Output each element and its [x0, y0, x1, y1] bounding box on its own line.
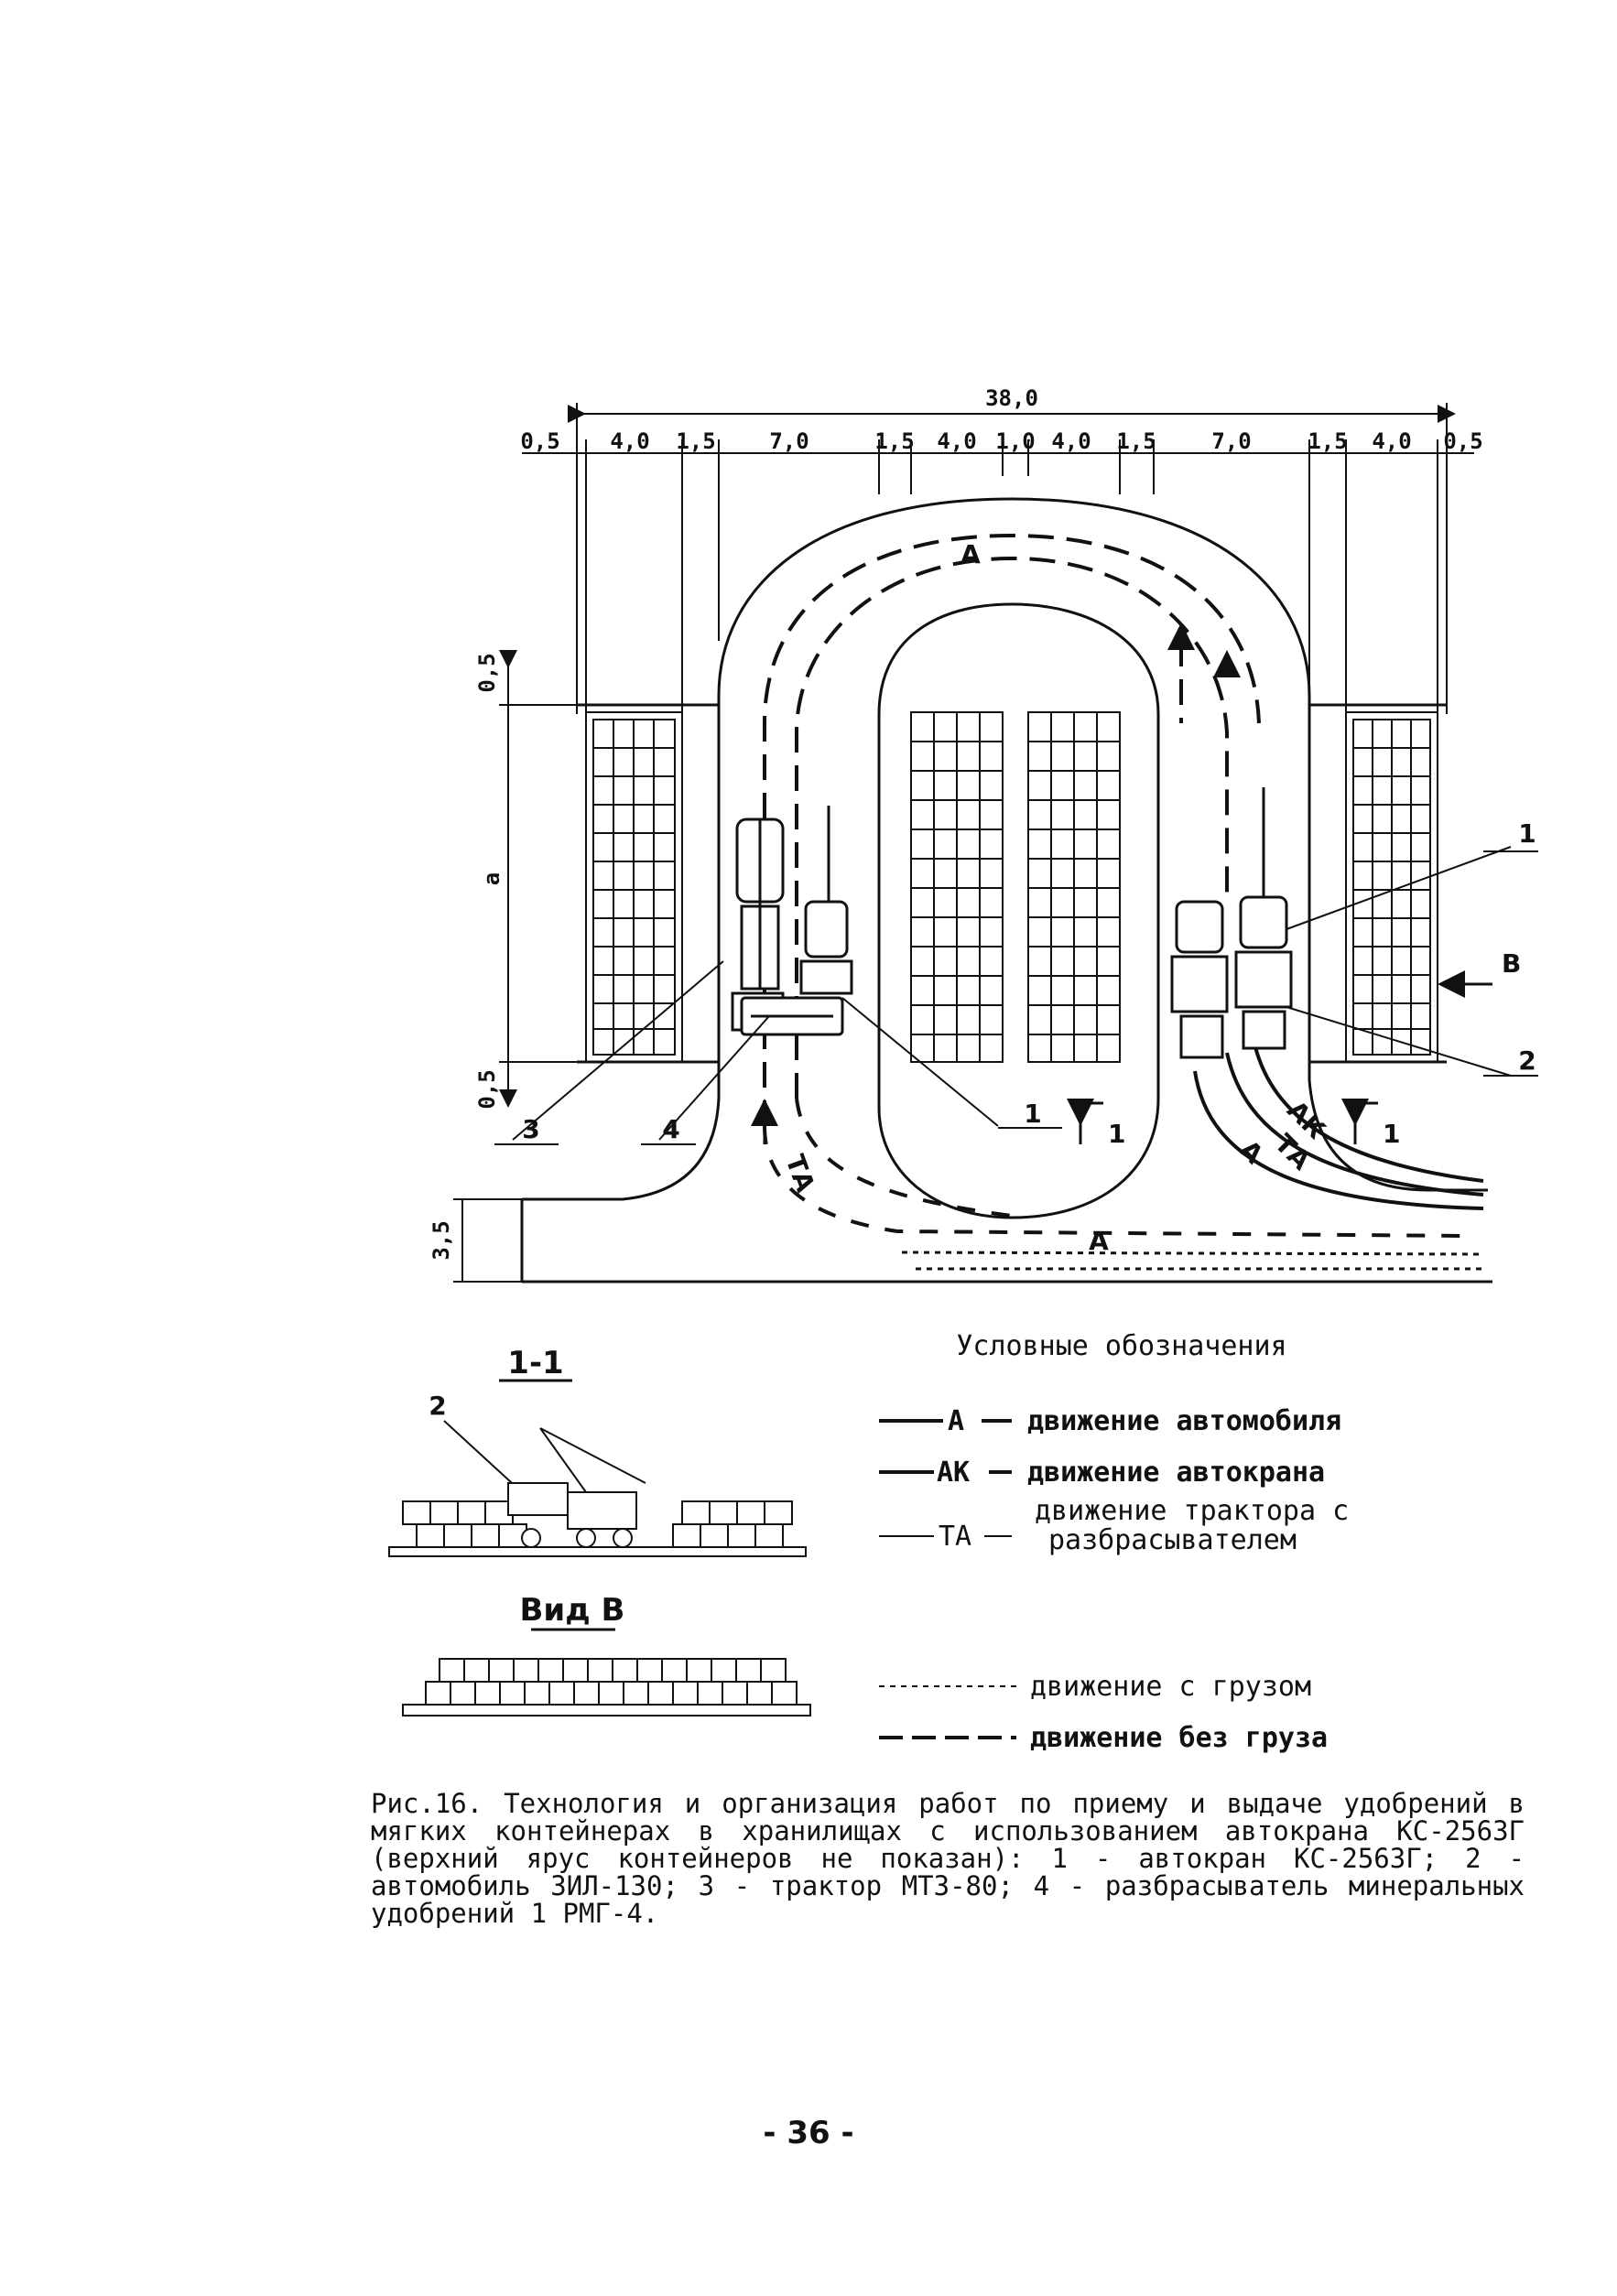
dim-left-bottom: 0,5 [474, 1069, 500, 1109]
dim-seg-1: 0,5 [520, 428, 559, 454]
section-marks [1067, 970, 1492, 1144]
section-mark-labels: 1 1 В [1108, 948, 1521, 1149]
path-label-a-top: А [960, 539, 981, 569]
dim-seg-3: 1,5 [676, 428, 715, 454]
dim-road-width: 3,5 [429, 1220, 454, 1260]
legend-loaded: движение с грузом [1030, 1671, 1311, 1703]
dim-seg-4: 7,0 [769, 428, 808, 454]
path-loaded [901, 1251, 1484, 1271]
path-crane-exit [1193, 1043, 1484, 1210]
tractor-left [799, 806, 853, 995]
path-arrows [751, 623, 1241, 1144]
storage-stack-center-left [910, 711, 1004, 1063]
callout-1-right: 1 [1518, 818, 1536, 849]
storage-stack-center-right [1027, 711, 1121, 1063]
callout-4-left: 4 [662, 1114, 679, 1144]
dimension-labels: 38,0 0,5 4,0 1,5 7,0 1,5 4,0 1,0 4,0 1,5… [429, 385, 1483, 1261]
dimension-lines [453, 403, 1474, 1283]
legend-text-a: движение автомобиля [1027, 1405, 1341, 1437]
storage-stack-left [585, 711, 683, 1063]
legend-code-ta: ТА [939, 1521, 971, 1553]
callout-labels: 1 2 3 4 1 [522, 818, 1536, 1144]
storage-stack-right [1345, 711, 1438, 1063]
legend-text-ta-2: разбрасывателем [1048, 1524, 1297, 1556]
dim-seg-10: 7,0 [1211, 428, 1251, 454]
legend-title: Условные обозначения [956, 1330, 1286, 1362]
legend-text-ta-1: движение трактора с [1035, 1495, 1349, 1527]
dim-seg-6: 4,0 [937, 428, 976, 454]
callout-1-center: 1 [1024, 1099, 1041, 1129]
view-b: Вид В [402, 1592, 811, 1717]
callout-leaders [494, 846, 1538, 1145]
view-mark-label: В [1502, 948, 1521, 979]
legend-code-a: А [948, 1405, 964, 1437]
callout-2-right: 2 [1518, 1045, 1536, 1076]
section-1-1-callout: 2 [429, 1391, 446, 1421]
legend-text-ak: движение автокрана [1027, 1457, 1325, 1489]
section-mark-left: 1 [1108, 1119, 1125, 1149]
dim-seg-2: 4,0 [610, 428, 649, 454]
path-label-ta-left: ТА [779, 1151, 820, 1197]
legend-unloaded: движение без груза [1030, 1722, 1328, 1754]
dim-seg-5: 1,5 [874, 428, 914, 454]
dim-seg-9: 1,5 [1116, 428, 1156, 454]
view-b-title: Вид В [520, 1592, 625, 1629]
dim-left-a: a [479, 872, 505, 885]
section-1-1: 1-1 2 [388, 1345, 807, 1557]
legend-code-ak: АК [937, 1457, 970, 1489]
page-number: - 36 - [763, 2115, 854, 2151]
total-width-label: 38,0 [985, 385, 1038, 411]
path-tractor [763, 1098, 1466, 1238]
callout-3-left: 3 [522, 1114, 539, 1144]
path-label-a-bottom: А [1089, 1226, 1109, 1256]
dim-seg-13: 0,5 [1443, 428, 1482, 454]
dim-seg-11: 1,5 [1308, 428, 1347, 454]
section-1-1-title: 1-1 [507, 1345, 563, 1381]
section-mark-right: 1 [1383, 1119, 1400, 1149]
legend: Условные обозначения А движение автомоби… [879, 1330, 1349, 1754]
dim-seg-12: 4,0 [1372, 428, 1411, 454]
figure-caption: Рис.16. Технология и организация работ п… [371, 1788, 1525, 1929]
spreader-left [740, 996, 844, 1036]
dim-seg-7: 1,0 [995, 428, 1035, 454]
crane-right-1 [1170, 900, 1229, 1059]
crane-right-2 [1234, 787, 1293, 1050]
dim-left-top: 0,5 [474, 653, 500, 692]
dim-seg-8: 4,0 [1051, 428, 1091, 454]
